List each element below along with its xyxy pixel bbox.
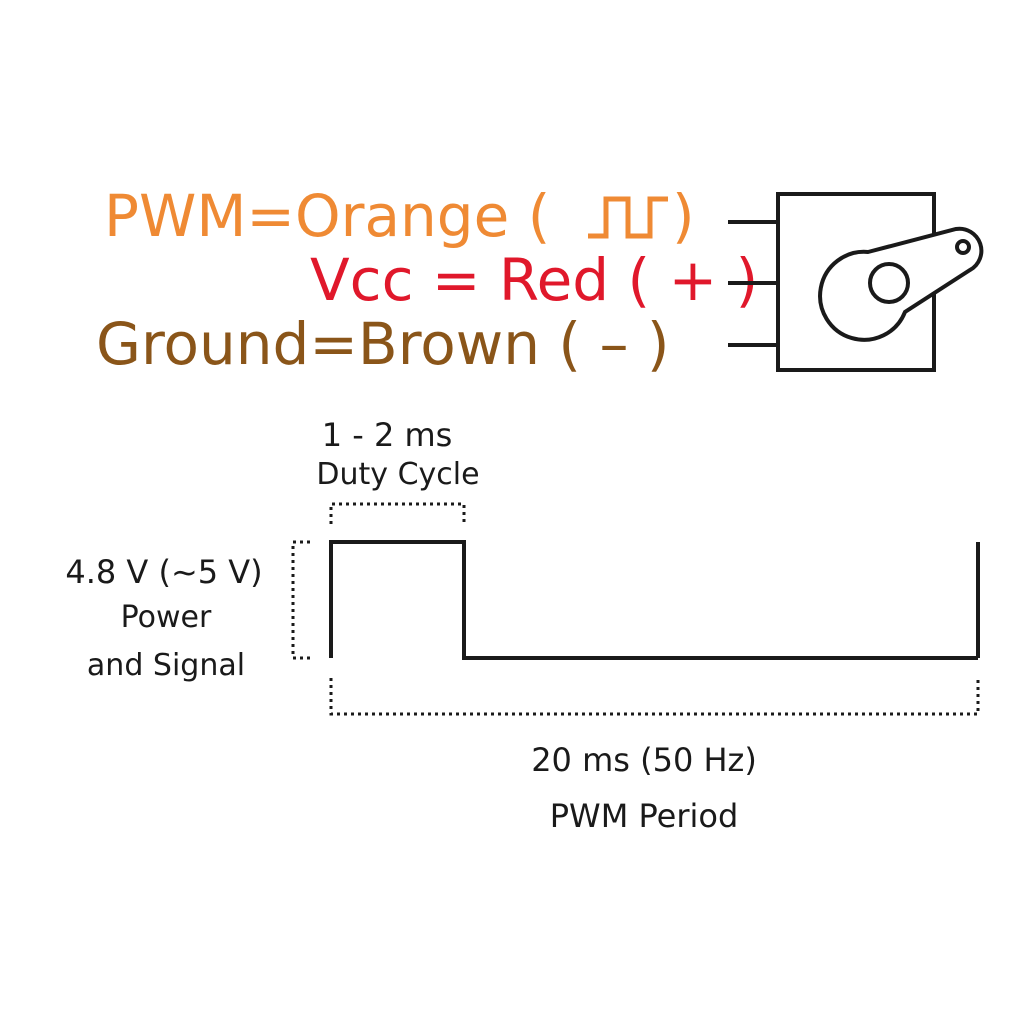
pwm-wire-label: PWM=Orange (​ [104, 182, 550, 250]
voltage-line1: Power [121, 600, 212, 635]
ground-wire-label: Ground=Brown ( – ) [96, 310, 670, 378]
period-label: PWM Period [550, 797, 739, 835]
square-wave-icon [588, 196, 668, 239]
period-value: 20 ms (50 Hz) [531, 741, 757, 779]
voltage-line2: and Signal [87, 648, 245, 683]
duty-cycle-label: Duty Cycle [316, 457, 479, 492]
servo-motor-icon [728, 192, 984, 372]
horn-hole [955, 239, 971, 255]
voltage-value: 4.8 V (~5 V) [65, 553, 262, 591]
period-bracket [329, 678, 980, 716]
pwm-waveform [329, 540, 980, 660]
duty-cycle-value: 1 - 2 ms [322, 416, 453, 454]
period-annotation: 20 ms (50 Hz) PWM Period [329, 678, 980, 835]
wire-labels: PWM=Orange (​ ) Vcc = Red ( + ) Ground=B… [96, 182, 758, 378]
duty-cycle-bracket [329, 502, 466, 524]
pulse-trace [329, 540, 978, 660]
vcc-wire-label: Vcc = Red ( + ) [310, 246, 758, 314]
pwm-close-paren: ) [672, 182, 695, 250]
servo-horn [818, 226, 984, 342]
horn-hub [868, 262, 910, 304]
voltage-bracket [291, 540, 310, 660]
voltage-annotation: 4.8 V (~5 V) Power and Signal [65, 540, 310, 683]
duty-cycle-annotation: 1 - 2 ms Duty Cycle [316, 416, 480, 524]
